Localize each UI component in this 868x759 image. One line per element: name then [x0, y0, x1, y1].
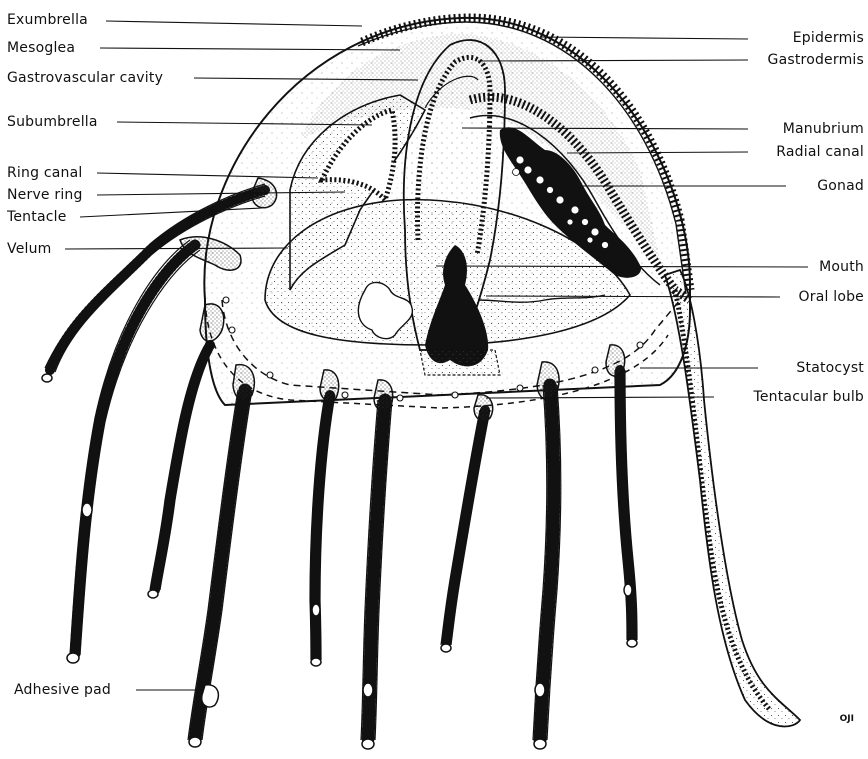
label-gonad: Gonad: [817, 178, 864, 194]
label-velum: Velum: [7, 241, 52, 257]
artist-credit: OJI: [840, 714, 854, 724]
label-adhesive-pad: Adhesive pad: [14, 682, 111, 698]
label-subumbrella: Subumbrella: [7, 114, 98, 130]
label-statocyst: Statocyst: [796, 360, 864, 376]
label-radial-canal: Radial canal: [776, 144, 864, 160]
label-mouth: Mouth: [819, 259, 864, 275]
label-oral-lobe: Oral lobe: [799, 289, 864, 305]
label-manubrium: Manubrium: [783, 121, 864, 137]
label-exumbrella: Exumbrella: [7, 12, 88, 28]
label-tentacle: Tentacle: [7, 209, 67, 225]
label-ring-canal: Ring canal: [7, 165, 82, 181]
label-gastrovascular-cavity: Gastrovascular cavity: [7, 70, 163, 86]
label-epidermis: Epidermis: [793, 30, 864, 46]
label-gastrodermis: Gastrodermis: [768, 52, 864, 68]
label-mesoglea: Mesoglea: [7, 40, 75, 56]
label-nerve-ring: Nerve ring: [7, 187, 83, 203]
label-tentacular-bulb: Tentacular bulb: [753, 389, 864, 405]
